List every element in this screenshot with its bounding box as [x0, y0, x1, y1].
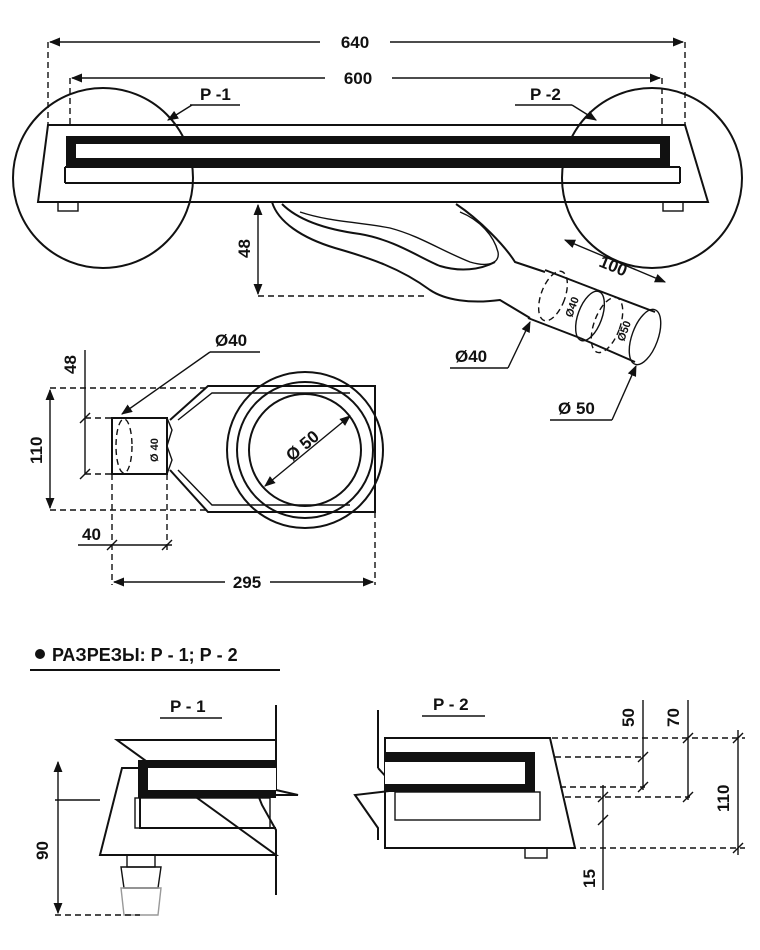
section-dim-50: 50 — [619, 708, 638, 727]
outlet-d40-label: Ø40 — [455, 347, 487, 366]
tick — [106, 539, 118, 551]
siphon-inner-lobe — [299, 211, 499, 266]
grate-slot — [76, 144, 660, 158]
plan-d50-label: Ø 50 — [282, 427, 322, 465]
detail-circle-p1 — [12, 87, 194, 269]
section-dim-15: 15 — [580, 869, 599, 888]
foot-right — [662, 201, 684, 212]
sections: РАЗРЕЗЫ: Р - 1; Р - 2 P - 1 90 P - 2 — [30, 645, 745, 916]
plan-dim-48: 48 — [61, 355, 80, 374]
tick — [597, 814, 609, 826]
top-view: 640 600 P -1 P -2 — [12, 33, 743, 421]
leader-arrow — [167, 104, 193, 121]
foot — [524, 847, 548, 859]
plan-inner-d40: Ø 40 — [149, 438, 161, 462]
leader-arrow — [571, 104, 597, 121]
plan-dim-110: 110 — [27, 437, 46, 464]
siphon-outline-lower — [271, 201, 531, 319]
tick — [732, 842, 744, 854]
leader-arrow — [121, 351, 211, 415]
tick — [732, 732, 744, 744]
tick — [79, 412, 91, 424]
leader-arrow — [507, 320, 531, 369]
plan-d50-dim — [264, 415, 351, 487]
section-dim-90: 90 — [33, 841, 52, 860]
section-p2-profile — [353, 710, 577, 859]
tick — [161, 539, 173, 551]
plan-body-outer — [169, 385, 376, 513]
dimension-line — [563, 239, 667, 283]
detail-circle-p2 — [561, 87, 743, 269]
leader-arrow — [611, 364, 637, 421]
section-dim-70: 70 — [664, 708, 683, 727]
outlet-d50-label: Ø 50 — [558, 399, 595, 418]
tick — [637, 751, 649, 763]
tick — [637, 781, 649, 793]
plan-drain-inner — [248, 393, 362, 507]
plan-dim-40: 40 — [82, 525, 101, 544]
foot-left — [57, 201, 79, 212]
section-mark-p1: P -1 — [200, 85, 231, 104]
dim-100-label: 100 — [597, 252, 630, 280]
section-p1-profile — [98, 705, 299, 916]
siphon-outline-upper — [455, 203, 546, 273]
plan-outlet-ellipse — [115, 418, 133, 474]
dim-640-label: 640 — [341, 33, 369, 52]
bullet-icon — [35, 649, 45, 659]
tick — [682, 791, 694, 803]
sections-heading: РАЗРЕЗЫ: Р - 1; Р - 2 — [52, 645, 238, 665]
inner-d40-label: Ø40 — [564, 295, 582, 319]
plan-break-line — [166, 417, 173, 475]
drain-body — [36, 124, 710, 203]
plan-dim-295: 295 — [233, 573, 261, 592]
section-p2-title: P - 2 — [433, 695, 469, 714]
section-p1-title: P - 1 — [170, 697, 206, 716]
section-dim-110: 110 — [714, 785, 733, 812]
plan-d40-label: Ø40 — [215, 331, 247, 350]
siphon-outline-inner — [281, 203, 496, 271]
section-mark-p2: P -2 — [530, 85, 561, 104]
plan-view: Ø 40 Ø 50 Ø40 48 110 40 295 — [27, 331, 384, 592]
plan-drain-outer — [226, 371, 384, 529]
tick — [597, 791, 609, 803]
outlet-pipe-d50 — [579, 289, 662, 366]
dim-48-label: 48 — [235, 239, 254, 258]
tick — [79, 468, 91, 480]
tick — [682, 732, 694, 744]
plan-drain-ring — [236, 381, 374, 519]
dim-600-label: 600 — [344, 69, 372, 88]
